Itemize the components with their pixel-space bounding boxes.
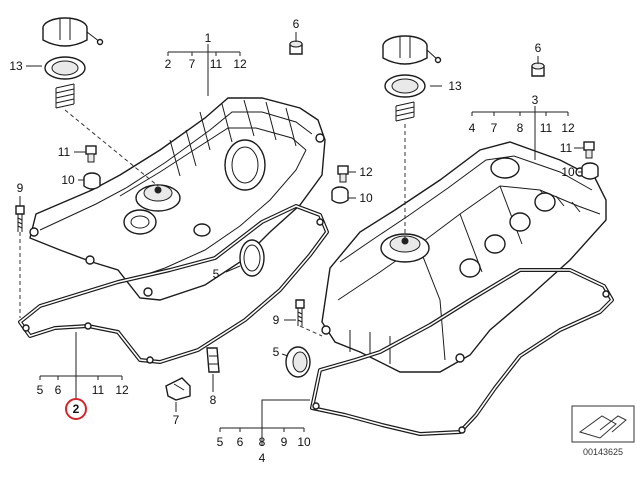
label-4-sub-b: 6 bbox=[237, 435, 244, 449]
leader-lines bbox=[19, 32, 584, 446]
label-6-left: 6 bbox=[293, 17, 300, 31]
label-12-mid: 12 bbox=[359, 165, 373, 179]
label-4-sub-e: 10 bbox=[297, 435, 311, 449]
label-1-sub-b: 7 bbox=[189, 57, 196, 71]
oil-filler-cap-right[interactable] bbox=[382, 35, 442, 122]
label-1-sub-a: 2 bbox=[165, 57, 172, 71]
label-2: 2 bbox=[73, 402, 80, 416]
label-3-sub-d: 11 bbox=[540, 121, 553, 135]
label-9-left: 9 bbox=[17, 181, 24, 195]
label-1-sub-d: 12 bbox=[233, 57, 247, 71]
label-4-sub-c: 8 bbox=[259, 435, 266, 449]
label-11-right: 11 bbox=[560, 141, 573, 155]
gasket-left[interactable] bbox=[18, 204, 329, 364]
callout-labels: 1 2 7 11 12 5 6 11 12 2 3 4 7 8 11 12 5 … bbox=[9, 17, 575, 465]
clip-8[interactable] bbox=[206, 347, 220, 373]
catalog-number: 00143625 bbox=[583, 447, 623, 457]
bushing-10-left[interactable] bbox=[83, 172, 101, 190]
label-1: 1 bbox=[205, 31, 212, 45]
label-4: 4 bbox=[259, 451, 266, 465]
bolt-11-left[interactable] bbox=[85, 145, 97, 163]
catalog-stamp: 00143625 bbox=[571, 405, 635, 457]
stud-9-mid[interactable] bbox=[295, 299, 305, 326]
label-6-right: 6 bbox=[535, 41, 542, 55]
bolt-11-right[interactable] bbox=[583, 141, 595, 159]
label-3-sub-e: 12 bbox=[561, 121, 575, 135]
label-10-left: 10 bbox=[61, 173, 75, 187]
seal-ring-5-lower[interactable] bbox=[285, 346, 311, 378]
label-2-sub-d: 12 bbox=[115, 383, 129, 397]
bushing-10-right[interactable] bbox=[581, 162, 599, 180]
label-10-mid: 10 bbox=[359, 191, 373, 205]
label-4-sub-d: 9 bbox=[281, 435, 288, 449]
bolt-12-mid[interactable] bbox=[337, 165, 349, 183]
label-2-highlight-circle bbox=[65, 398, 87, 420]
grommet-6-right[interactable] bbox=[531, 62, 545, 77]
label-8: 8 bbox=[210, 393, 217, 407]
label-13-right: 13 bbox=[448, 79, 462, 93]
label-3: 3 bbox=[532, 93, 539, 107]
bushing-10-mid[interactable] bbox=[331, 186, 349, 204]
label-3-sub-c: 8 bbox=[517, 121, 524, 135]
label-11-left: 11 bbox=[58, 145, 71, 159]
label-4-sub-a: 5 bbox=[217, 435, 224, 449]
label-2-sub-c: 11 bbox=[92, 383, 105, 397]
label-3-sub-b: 7 bbox=[491, 121, 498, 135]
label-3-sub-a: 4 bbox=[469, 121, 476, 135]
clip-7[interactable] bbox=[165, 377, 191, 401]
label-5-upper: 5 bbox=[213, 267, 220, 281]
seal-ring-5-upper[interactable] bbox=[239, 239, 265, 277]
label-10-right: 10 bbox=[561, 165, 575, 179]
grommet-6-left[interactable] bbox=[289, 40, 303, 55]
gasket-right[interactable] bbox=[310, 268, 614, 436]
label-7: 7 bbox=[173, 413, 180, 427]
valve-cover-right[interactable] bbox=[321, 141, 607, 373]
label-2-sub-a: 5 bbox=[37, 383, 44, 397]
label-5-lower: 5 bbox=[273, 345, 280, 359]
label-2-sub-b: 6 bbox=[55, 383, 62, 397]
label-9-mid: 9 bbox=[273, 313, 280, 327]
oil-filler-cap-left[interactable] bbox=[42, 17, 104, 109]
label-13-left: 13 bbox=[9, 59, 23, 73]
stud-9-left[interactable] bbox=[15, 205, 25, 232]
label-1-sub-c: 11 bbox=[210, 57, 223, 71]
